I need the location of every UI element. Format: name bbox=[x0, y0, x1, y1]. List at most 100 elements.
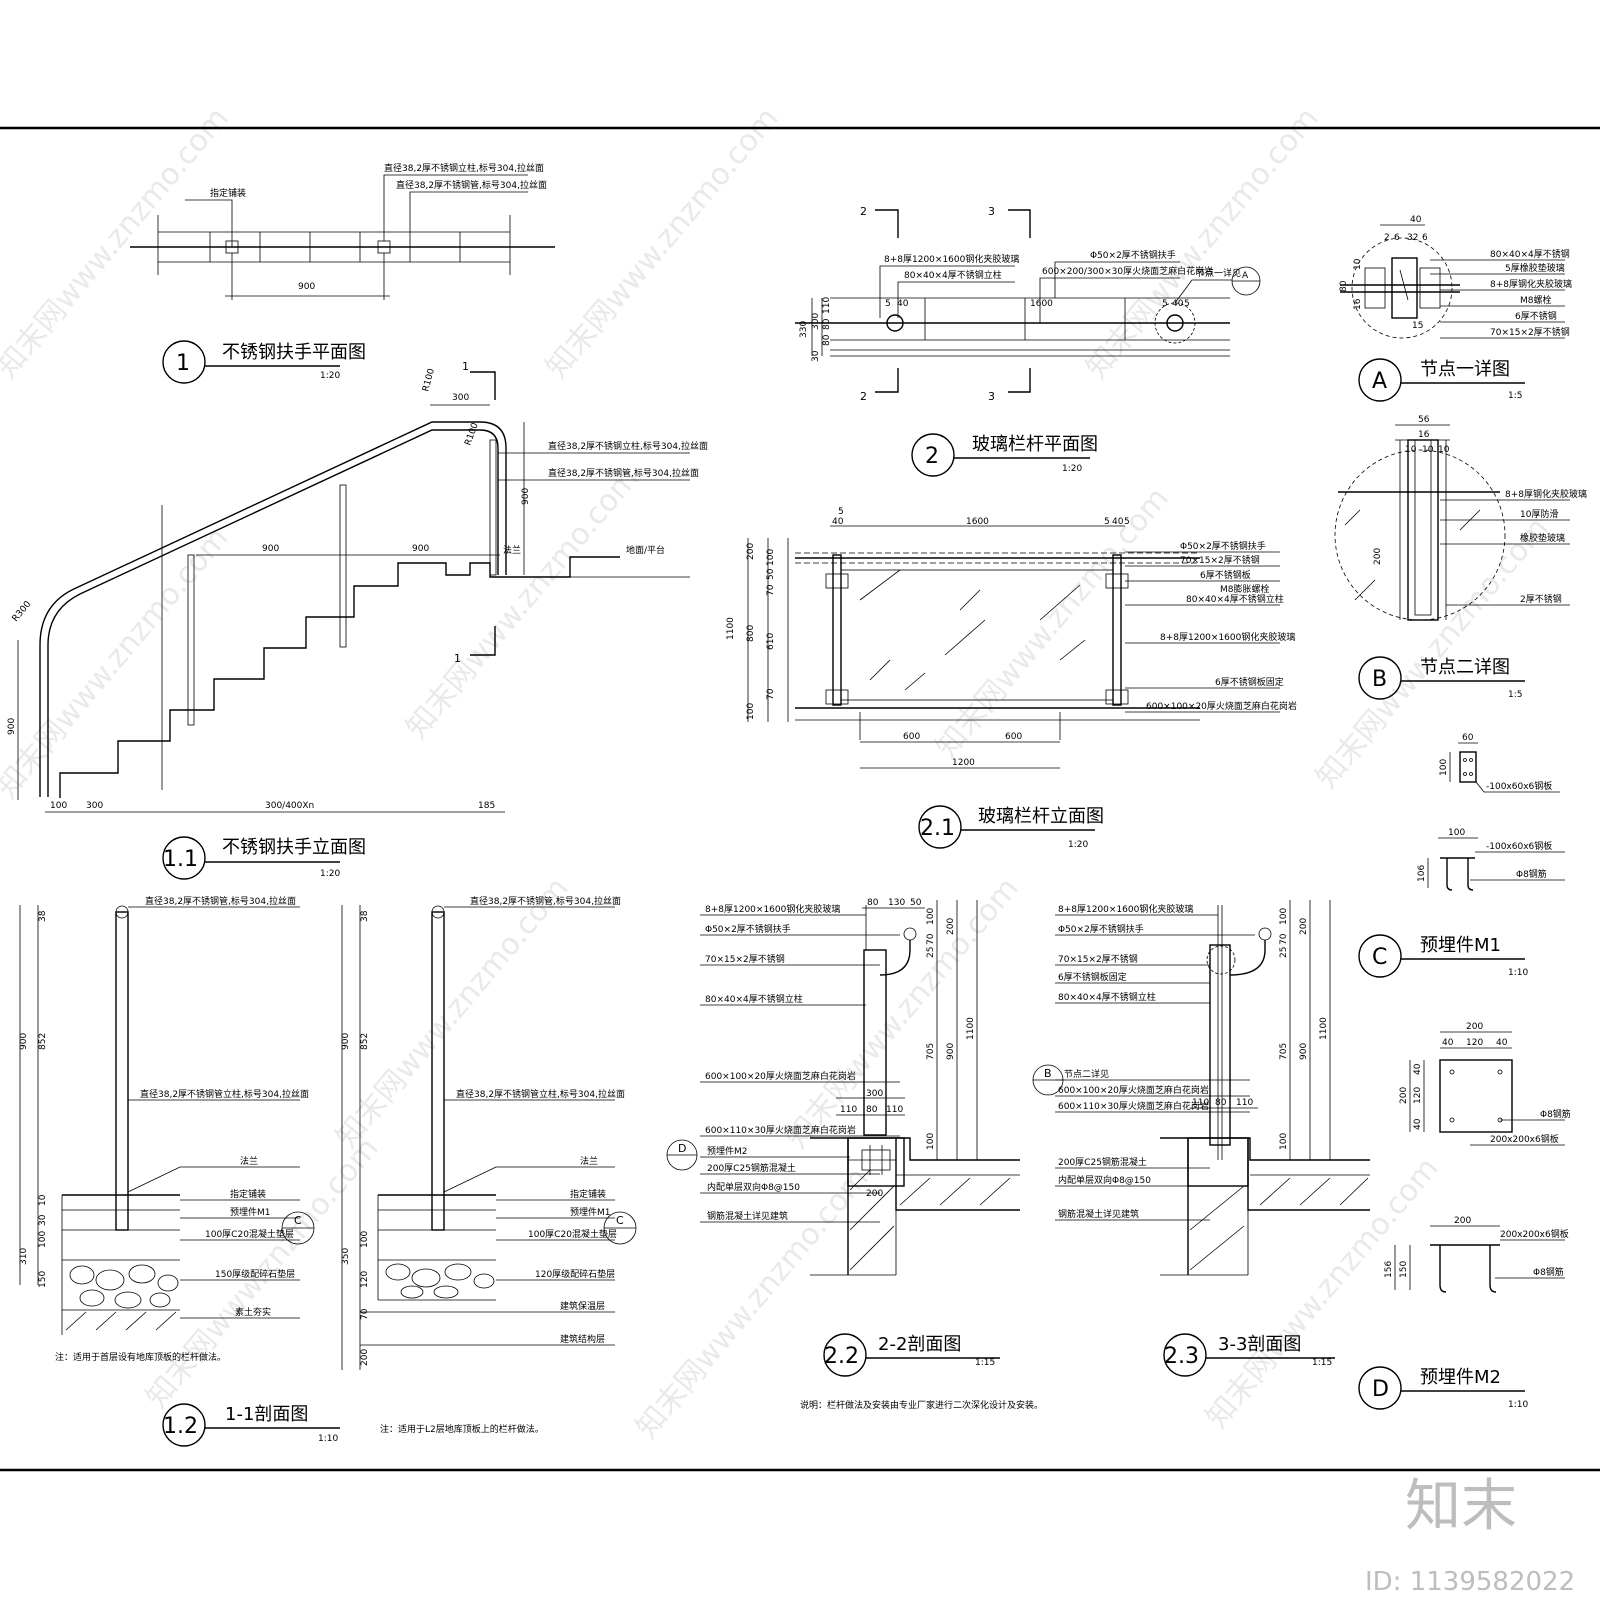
dim-label: 300/400Xn bbox=[265, 801, 314, 811]
dim-label: 150 bbox=[38, 1271, 48, 1288]
dim-label: 852 bbox=[360, 1033, 370, 1050]
leader-note: 直径38,2厚不锈钢管立柱,标号304,拉丝面 bbox=[456, 1088, 625, 1100]
drawing-2-1-elevation: 1100 200 800 100 100 50 70 610 70 5 40 1… bbox=[726, 507, 1297, 850]
leader-note: 内配单层双向Φ8@150 bbox=[707, 1181, 800, 1193]
dim-label: 10 bbox=[38, 1194, 48, 1206]
leader-note: 内配单层双向Φ8@150 bbox=[1058, 1174, 1151, 1186]
drawing-scale: 1:10 bbox=[1508, 968, 1528, 978]
leader-note: 6厚不锈钢板 bbox=[1200, 569, 1251, 581]
drawing-scale: 1:5 bbox=[1508, 690, 1522, 700]
dim-label: 6 bbox=[1394, 233, 1400, 243]
dim-label: 40 bbox=[1442, 1038, 1454, 1048]
leader-note: 10厚防滑 bbox=[1520, 508, 1558, 520]
dim-label: 32 bbox=[1407, 233, 1418, 243]
section-mark: 3 bbox=[988, 390, 995, 403]
leader-note: 地面/平台 bbox=[626, 544, 665, 556]
drawing-title: 预埋件M1 bbox=[1420, 935, 1501, 956]
watermark: 知末网www.znzmo.com bbox=[1199, 1151, 1445, 1435]
leader-note: M8膨胀螺栓 bbox=[1220, 583, 1270, 595]
leader-note: 直径38,2厚不锈钢立柱,标号304,拉丝面 bbox=[384, 162, 544, 174]
dim-label: 300 bbox=[811, 313, 821, 330]
leader-note: 指定铺装 bbox=[570, 1188, 606, 1200]
dim-label: 80 bbox=[1215, 1098, 1227, 1108]
dim-label: 852 bbox=[38, 1033, 48, 1050]
dim-label: 80 bbox=[822, 334, 832, 346]
image-id: ID: 1139582022 bbox=[1365, 1567, 1575, 1597]
dim-label: 40 bbox=[1172, 299, 1184, 309]
leader-note: 预埋件M2 bbox=[707, 1145, 748, 1157]
dim-label: 705 bbox=[926, 1043, 936, 1060]
dim-label: 40 bbox=[832, 517, 844, 527]
dim-label: 40 bbox=[1410, 215, 1422, 225]
leader-note: 70×15×2厚不锈钢 bbox=[1490, 326, 1570, 338]
dim-label: 106 bbox=[1417, 865, 1427, 882]
leader-note: 素土夯实 bbox=[235, 1306, 271, 1318]
leader-note: Φ8钢筋 bbox=[1533, 1266, 1564, 1278]
leader-note: 指定铺装 bbox=[210, 187, 246, 199]
watermark: 知末网www.znzmo.com bbox=[539, 101, 785, 385]
dim-label: 1600 bbox=[966, 517, 989, 527]
leader-note: 80×40×4厚不锈钢立柱 bbox=[1058, 991, 1156, 1003]
drawing-scale: 1:15 bbox=[1312, 1358, 1332, 1368]
dim-label: 100 bbox=[1279, 908, 1289, 925]
dim-label: 900 bbox=[7, 718, 17, 735]
leader-note: 直径38,2厚不锈钢管,标号304,拉丝面 bbox=[548, 467, 699, 479]
dim-label: 200 bbox=[1299, 918, 1309, 935]
dim-label: 200 bbox=[866, 1189, 883, 1199]
dim-label: 150 bbox=[1399, 1261, 1409, 1278]
dim-label: 110 bbox=[1236, 1098, 1253, 1108]
dim-label: 40 bbox=[1112, 517, 1124, 527]
drawing-2-3-section: 100 200 70 25 705 900 1100 100 110 80 11… bbox=[1032, 900, 1370, 1377]
dim-label: 600 bbox=[903, 732, 920, 742]
detail-d: 200 40 120 40 200 40 120 40 Φ8钢筋 200x200… bbox=[1358, 1022, 1571, 1410]
drawing-title: 3-3剖面图 bbox=[1218, 1334, 1301, 1355]
dim-label: 310 bbox=[19, 1248, 29, 1265]
drawing-1-2-section-b: 38 900 852 100 120 70 200 350 直径38,2厚不锈钢… bbox=[162, 895, 637, 1447]
leader-note: 8+8厚1200×1600钢化夹胶玻璃 bbox=[705, 903, 840, 915]
leader-note: 80×40×4厚不锈钢立柱 bbox=[1186, 593, 1284, 605]
drawing-2-plan: 330 30 300 80 80 110 5 40 1600 5 40 5 2 … bbox=[795, 205, 1261, 477]
dim-label: 110 bbox=[886, 1105, 903, 1115]
dim-label: 800 bbox=[746, 625, 756, 642]
dim-label: 100 bbox=[360, 1231, 370, 1248]
leader-note: Φ50×2厚不锈钢扶手 bbox=[1090, 249, 1176, 261]
dim-label: 200 bbox=[1399, 1087, 1409, 1104]
dim-label: 70 bbox=[360, 1308, 370, 1320]
drawing-number: C bbox=[1372, 945, 1387, 970]
dim-label: 100 bbox=[38, 1231, 48, 1248]
dim-label: 70 bbox=[926, 933, 936, 945]
drawing-title: 节点一详图 bbox=[1420, 359, 1510, 380]
dim-label: 5 bbox=[1104, 517, 1110, 527]
leader-note: 80×40×4厚不锈钢立柱 bbox=[904, 269, 1002, 281]
dim-label: 80 bbox=[866, 1105, 878, 1115]
dim-label: 80 bbox=[867, 898, 879, 908]
dim-label: 900 bbox=[521, 488, 531, 505]
dim-label: 50 bbox=[910, 898, 922, 908]
leader-note: -100x60x6钢板 bbox=[1486, 780, 1552, 792]
dim-label: 100 bbox=[766, 549, 776, 566]
dim-label: 5 bbox=[1124, 517, 1130, 527]
dim-label: 50 bbox=[766, 568, 776, 580]
leader-note: 100厚C20混凝土垫层 bbox=[205, 1228, 294, 1240]
dim-label: 1100 bbox=[726, 617, 736, 640]
dim-label: 5 bbox=[1162, 299, 1168, 309]
dim-label: 130 bbox=[888, 898, 905, 908]
drawing-scale: 1:5 bbox=[1508, 391, 1522, 401]
leader-note: 节点二详见 bbox=[1064, 1068, 1109, 1080]
dim-label: R100 bbox=[421, 367, 437, 392]
callout-label: C bbox=[616, 1214, 624, 1227]
detail-c: 60 100 -100x60x6钢板 100 106 -100x60x6钢板 Φ… bbox=[1358, 733, 1565, 978]
dim-label: 1100 bbox=[1319, 1017, 1329, 1040]
dim-label: 10 bbox=[1353, 258, 1363, 270]
drawing-scale: 1:10 bbox=[318, 1434, 338, 1444]
leader-note: 200x200x6钢板 bbox=[1500, 1228, 1569, 1240]
leader-note: 600×100×20厚火烧面芝麻白花岗岩 bbox=[705, 1070, 856, 1082]
leader-note: 600×100×20厚火烧面芝麻白花岗岩 bbox=[1146, 700, 1297, 712]
leader-note: 钢筋混凝土详见建筑 bbox=[707, 1210, 788, 1222]
dim-label: 5 bbox=[838, 507, 844, 517]
watermark-layer: 知末网www.znzmo.com 知末网www.znzmo.com 知末网www… bbox=[0, 101, 1556, 1445]
section-mark: 1 bbox=[462, 360, 469, 373]
dim-label: 900 bbox=[1299, 1043, 1309, 1060]
leader-note: 8+8厚1200×1600钢化夹胶玻璃 bbox=[1160, 631, 1295, 643]
dim-label: 185 bbox=[478, 801, 495, 811]
